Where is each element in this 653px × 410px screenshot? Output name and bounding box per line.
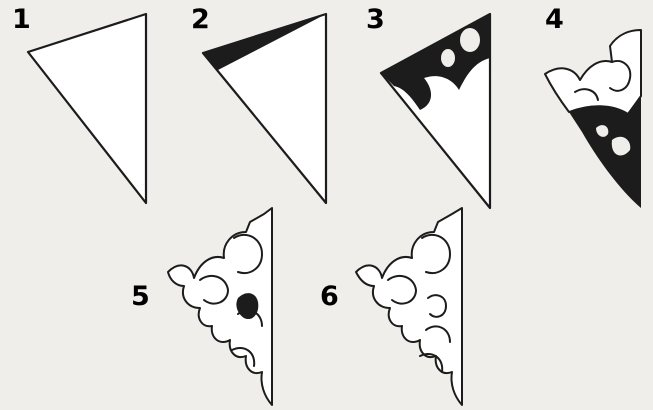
step-3-cut-hole [460,28,480,52]
step-3-triangle [381,14,490,208]
step-2-number: 2 [191,6,210,33]
step-1-triangle [28,14,146,203]
step-5-snowflake-piece [168,208,272,405]
step-3-number: 3 [366,6,385,33]
step-1-number: 1 [12,6,31,33]
step-4-triangle [545,30,641,208]
step-4-number: 4 [545,6,564,33]
step-4-cut-region [569,96,641,208]
step-6-number: 6 [320,283,339,310]
step-2-triangle [203,14,326,203]
step-5-number: 5 [131,283,150,310]
step-6-snowflake-piece [356,208,462,405]
